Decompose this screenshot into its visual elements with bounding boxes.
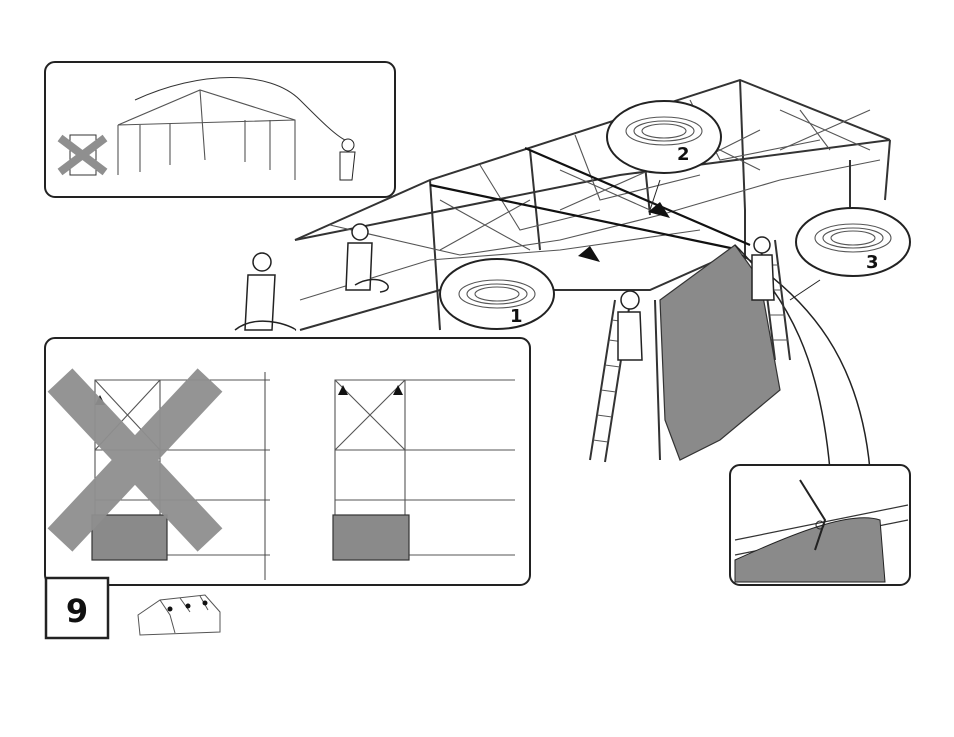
rope-label-1: 1	[510, 306, 523, 327]
tent-thumbnail-icon	[138, 595, 220, 635]
step-number: 9	[66, 592, 88, 630]
inset-detail	[730, 465, 910, 585]
rope-label-3: 3	[866, 252, 879, 273]
rope-callout-2: 2	[607, 101, 721, 173]
rope-callout-3: 3	[796, 208, 910, 276]
arrow-icon	[578, 246, 600, 262]
rope-callout-1: 1	[440, 259, 554, 329]
rope-label-2: 2	[677, 144, 690, 165]
step-number-box: 9	[46, 578, 108, 638]
inset-cover-comparison	[45, 338, 530, 585]
inset-wrong-method	[45, 62, 395, 197]
